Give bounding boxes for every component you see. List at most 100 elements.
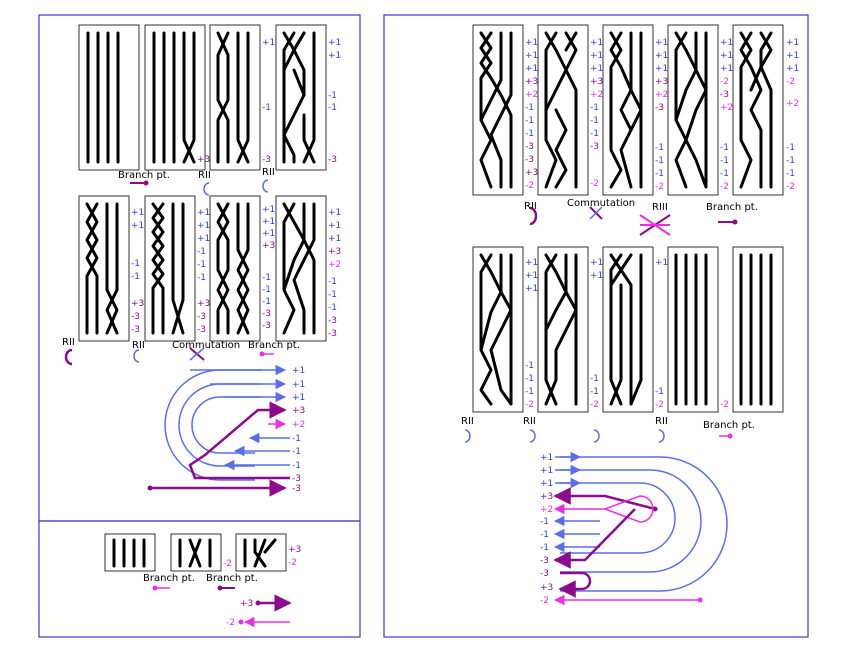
svg-text:+1: +1 [655,64,668,74]
svg-text:+1: +1 [525,38,538,48]
caption-rii: RII [523,416,536,427]
svg-text:+1: +1 [590,258,603,268]
svg-text:+1: +1 [540,453,553,463]
svg-text:-2: -2 [655,182,664,192]
right-panel [383,14,809,638]
svg-text:-3: -3 [131,312,140,322]
braid-box [667,246,719,413]
svg-text:-2: -2 [786,182,795,192]
caption-rii: RII [524,201,537,212]
svg-text:+2: +2 [525,90,538,100]
loop-labels-right: +1 +1 +1 +3 +2 -1 -1 -1 -3 -3 +3 -2 [540,453,553,606]
svg-text:-1: -1 [720,156,729,166]
svg-text:-1: -1 [525,374,534,384]
svg-text:+2: +2 [328,260,341,270]
svg-text:-1: -1 [292,447,301,457]
svg-text:+1: +1 [720,38,733,48]
braid-box [275,24,327,171]
svg-text:+1: +1 [197,208,210,218]
svg-text:-2: -2 [226,618,235,628]
svg-text:+1: +1 [262,205,275,215]
svg-text:-1: -1 [655,169,664,179]
svg-text:-1: -1 [197,273,206,283]
svg-text:+1: +1 [720,51,733,61]
svg-text:-1: -1 [655,156,664,166]
rii-symbol [203,182,210,196]
svg-text:-1: -1 [590,103,599,113]
braid-box [275,195,327,342]
svg-text:-1: -1 [525,387,534,397]
svg-text:+1: +1 [328,51,341,61]
branch-point-symbol [259,351,274,357]
number-labels: +3 +1 -1 -3 +1 +1 -1 -1 -3 +1 +1 -1 -1 +… [131,38,341,569]
svg-text:-1: -1 [197,260,206,270]
svg-text:-3: -3 [540,569,549,579]
svg-text:+1: +1 [540,479,553,489]
svg-text:+2: +2 [786,99,799,109]
braid-box [209,195,261,342]
svg-text:+1: +1 [292,393,305,403]
caption-rii: RII [62,337,75,348]
svg-text:-1: -1 [292,434,301,444]
svg-text:+3: +3 [540,583,553,593]
svg-text:-1: -1 [328,103,337,113]
svg-text:+3: +3 [525,77,538,87]
braid-box [732,24,784,196]
svg-text:+2: +2 [655,90,668,100]
svg-text:-1: -1 [262,285,271,295]
svg-text:-1: -1 [328,91,337,101]
rii-symbol [529,429,536,443]
svg-text:+1: +1 [262,217,275,227]
svg-text:-2: -2 [540,596,549,606]
caption-rii: RII [198,170,211,181]
svg-text:+1: +1 [525,271,538,281]
svg-text:+1: +1 [590,38,603,48]
caption-branch: Branch pt. [118,170,170,181]
svg-text:+1: +1 [328,208,341,218]
svg-text:-2: -2 [590,400,599,410]
svg-text:+1: +1 [786,64,799,74]
braid-box [144,195,196,342]
rii-symbol [529,206,538,226]
svg-text:-1: -1 [328,277,337,287]
svg-text:-3: -3 [720,90,729,100]
svg-text:-3: -3 [262,155,271,165]
braid-box [170,533,222,572]
svg-text:+1: +1 [525,64,538,74]
rii-symbol [658,429,665,443]
braid-box [537,246,589,413]
svg-text:+1: +1 [131,208,144,218]
svg-text:-1: -1 [292,461,301,471]
svg-text:+3: +3 [292,406,305,416]
svg-text:-3: -3 [328,316,337,326]
svg-text:+1: +1 [540,466,553,476]
svg-text:-3: -3 [590,142,599,152]
svg-text:-1: -1 [720,143,729,153]
svg-text:-2: -2 [720,182,729,192]
braid-box [78,195,130,342]
svg-text:-3: -3 [328,155,337,165]
svg-text:+1: +1 [525,258,538,268]
svg-text:+1: +1 [655,38,668,48]
svg-text:+1: +1 [720,64,733,74]
number-labels-right: +1 +1 +1 +3 +2 -1 -1 -1 -3 -3 +3 -2 +1 +… [525,38,799,410]
svg-text:-2: -2 [525,181,534,191]
svg-text:+1: +1 [262,229,275,239]
svg-text:-1: -1 [262,103,271,113]
rii-symbol [464,429,471,443]
svg-text:-2: -2 [786,77,795,87]
caption-branch: Branch pt. [706,202,758,213]
svg-text:+3: +3 [590,77,603,87]
svg-text:+3: +3 [328,247,341,257]
svg-text:+1: +1 [655,258,668,268]
svg-text:+1: +1 [786,51,799,61]
caption-rii: RII [262,167,275,178]
svg-text:+3: +3 [131,299,144,309]
caption-rii: RII [655,416,668,427]
svg-text:-1: -1 [328,303,337,313]
svg-text:-1: -1 [525,116,534,126]
svg-text:+3: +3 [655,77,668,87]
svg-text:+1: +1 [525,284,538,294]
svg-text:+1: +1 [292,380,305,390]
svg-text:-1: -1 [786,169,795,179]
